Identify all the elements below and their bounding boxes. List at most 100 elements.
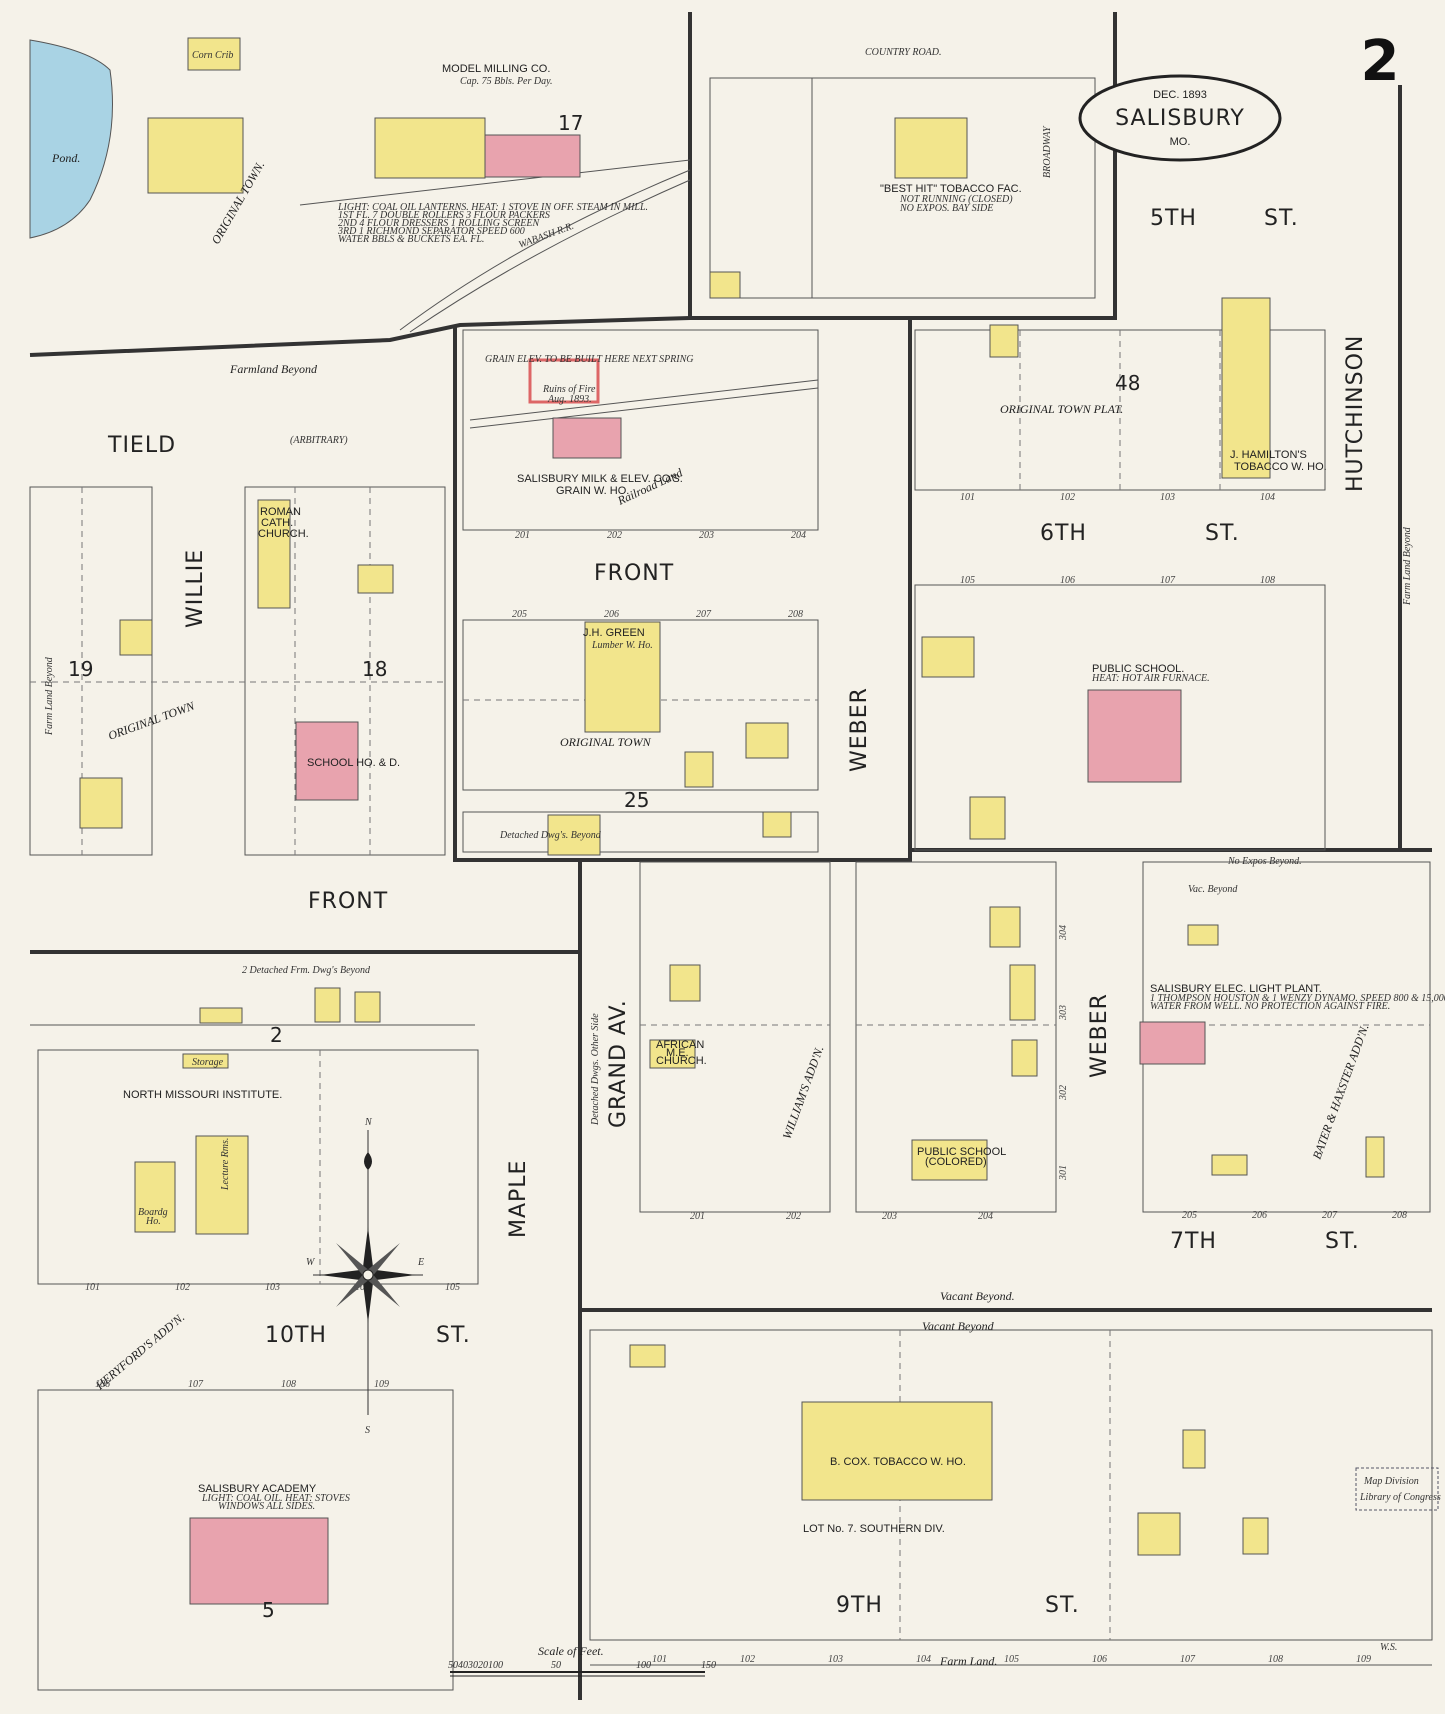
block-17: 17 — [558, 111, 583, 135]
lecture-rooms — [195, 1135, 249, 1235]
street-front-left: FRONT — [308, 889, 388, 914]
street-labels: 5TH ST. 6TH ST. 7TH ST. 9TH ST. 10TH ST.… — [107, 47, 1368, 1618]
best-hit-name: "BEST HIT" TOBACCO FAC. — [880, 183, 1022, 195]
lot-number: 303 — [1058, 1005, 1069, 1021]
lot-number: 108 — [1268, 1654, 1283, 1665]
buildings — [79, 37, 1385, 1605]
boardg-1: Boardg — [138, 1207, 168, 1218]
mill-note-2: 1ST FL. 7 DOUBLE ROLLERS 3 FLOUR PACKERS — [338, 210, 550, 221]
building-labels: MODEL MILLING CO. Cap. 75 Bbls. Per Day.… — [123, 50, 1445, 1535]
boardg-2: Ho. — [145, 1216, 161, 1227]
lot-number: 202 — [786, 1211, 801, 1222]
cartouche-date: DEC. 1893 — [1153, 89, 1207, 101]
academy-name: SALISBURY ACADEMY — [198, 1483, 317, 1495]
ruins-date: Aug. 1893. — [547, 394, 592, 405]
cartouche: DEC. 1893 SALISBURY MO. — [1078, 74, 1282, 162]
hamilton-name: J. HAMILTON'S — [1230, 449, 1307, 461]
compass-e: E — [417, 1257, 424, 1268]
lot-number: 104 — [355, 1282, 370, 1293]
boarding-house — [134, 1161, 176, 1233]
no-expos-beyond: No Expos Beyond. — [1227, 856, 1302, 867]
lot-number: 208 — [788, 609, 803, 620]
african-church — [649, 1039, 696, 1069]
public-school-colored — [911, 1139, 988, 1181]
scale-tick: 150 — [701, 1660, 716, 1671]
street-weber-lower: WEBER — [1087, 993, 1112, 1078]
lot-number: 107 — [188, 1379, 204, 1390]
vacant-beyond-a: Vacant Beyond. — [940, 1289, 1015, 1303]
street-tenth-b: ST. — [436, 1323, 471, 1348]
school-house — [295, 721, 359, 801]
block-numbers: 17 48 19 18 25 2 5 — [68, 111, 1140, 1622]
cox-name: B. COX. TOBACCO W. HO. — [830, 1456, 966, 1468]
thin-frames — [29, 77, 1433, 1691]
lot-number: 108 — [1260, 575, 1275, 586]
scale-tick: 10 — [488, 1660, 498, 1671]
corn-crib-label: Corn Crib — [192, 50, 233, 61]
street-hutchinson: HUTCHINSON — [1343, 335, 1368, 492]
farm-land-left: Farm Land Beyond — [44, 656, 55, 736]
street-sixth-b: ST. — [1205, 521, 1240, 546]
public-school-col-name: PUBLIC SCHOOL — [917, 1146, 1006, 1158]
street-country-road: COUNTRY ROAD. — [865, 47, 942, 58]
corner-mark: W.S. — [1380, 1642, 1397, 1653]
cox-lot: LOT No. 7. SOUTHERN DIV. — [803, 1523, 945, 1535]
lot-number: 102 — [1060, 492, 1075, 503]
african-church-2: M.E. — [666, 1047, 689, 1059]
lot-number: 103 — [828, 1654, 843, 1665]
street-arbitrary: (ARBITRARY) — [290, 435, 348, 446]
bater-haxster: BATER & HAXSTER ADD'N. — [1310, 1022, 1372, 1161]
lot-number: 204 — [791, 530, 806, 541]
lot-number: 105 — [1004, 1654, 1019, 1665]
vacant-beyond-b: Vacant Beyond — [922, 1319, 995, 1333]
scale-tick: 20 — [478, 1660, 488, 1671]
roman-catholic-church — [257, 499, 291, 609]
williams-addn: WILLIAM'S ADD'N. — [780, 1044, 827, 1141]
academy-note1: LIGHT: COAL OIL. HEAT: STOVES — [201, 1493, 350, 1504]
farm-land-bottom: Farm Land. — [939, 1654, 997, 1668]
railroad-tracks — [299, 159, 819, 429]
street-maple: MAPLE — [506, 1160, 531, 1238]
lot-number: 101 — [960, 492, 975, 503]
lot-number: 103 — [265, 1282, 280, 1293]
mill-note-5: WATER BBLS & BUCKETS EA. FL. — [338, 234, 484, 245]
model-milling-cap: Cap. 75 Bbls. Per Day. — [460, 76, 553, 87]
lot-number: 104 — [916, 1654, 931, 1665]
lot-number: 202 — [607, 530, 622, 541]
block-48: 48 — [1115, 371, 1140, 395]
farm-land-right: Farm Land Beyond — [1402, 526, 1413, 606]
public-school-upper-name: PUBLIC SCHOOL. — [1092, 663, 1184, 675]
african-church-3: CHURCH. — [656, 1055, 707, 1067]
milk-elev-name: SALISBURY MILK & ELEV. CO'S. — [517, 473, 683, 485]
compass-s: S — [365, 1425, 370, 1436]
ruins-note: Ruins of Fire — [542, 384, 596, 395]
lot-number: 101 — [85, 1282, 100, 1293]
storage-label: Storage — [192, 1057, 224, 1068]
street-seventh-b: ST. — [1325, 1229, 1360, 1254]
lot-number: 304 — [1058, 925, 1069, 941]
mill-note-1: LIGHT: COAL OIL LANTERNS. HEAT: 1 STOVE … — [337, 202, 648, 213]
lot-number: 105 — [960, 575, 975, 586]
stamp-line1: Map Division — [1363, 1476, 1419, 1487]
lot-number: 201 — [515, 530, 530, 541]
lot-number: 203 — [882, 1211, 897, 1222]
public-school-upper-heat: HEAT: HOT AIR FURNACE. — [1091, 673, 1210, 684]
ruins-of-fire — [528, 358, 600, 404]
original-town-b: ORIGINAL TOWN — [560, 735, 652, 749]
lot-number: 105 — [445, 1282, 460, 1293]
street-front-center: FRONT — [594, 561, 674, 586]
academy-note2: WINDOWS ALL SIDES. — [218, 1501, 315, 1512]
annotations: Farmland Beyond ORIGINAL TOWN PLAT. ORIG… — [44, 158, 1413, 1668]
pond — [29, 39, 113, 239]
vac-beyond: Vac. Beyond — [1188, 884, 1238, 895]
mill-note-3: 2ND 4 FLOUR DRESSERS 1 ROLLING SCREEN — [338, 218, 540, 229]
lot-number: 201 — [690, 1211, 705, 1222]
mill-shed-building — [374, 117, 486, 179]
green-lumber-sub: Lumber W. Ho. — [591, 640, 653, 651]
lot-number: 207 — [1322, 1210, 1338, 1221]
lot-number: 107 — [1160, 575, 1176, 586]
lot-number: 102 — [175, 1282, 190, 1293]
church-line3: CHURCH. — [258, 528, 309, 540]
